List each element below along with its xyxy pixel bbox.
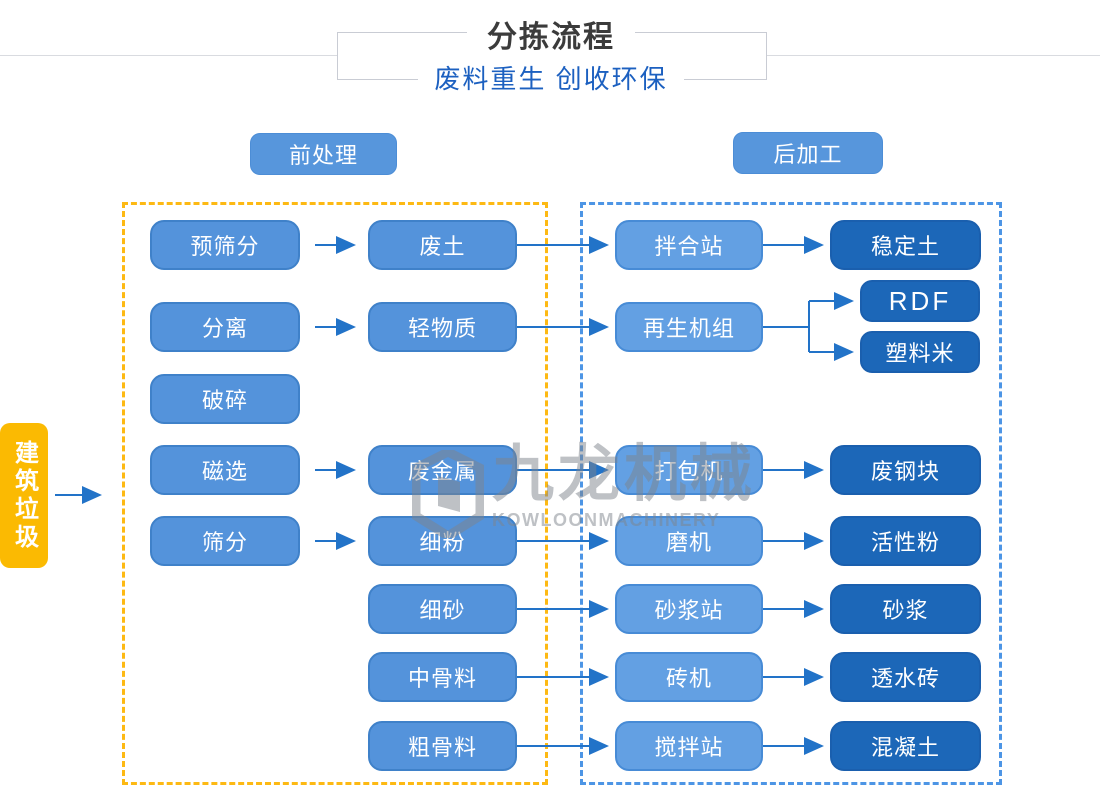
source-node-construction-waste: 建筑垃圾 xyxy=(0,423,48,568)
flow-node: 混凝土 xyxy=(830,721,981,771)
flow-node: 废钢块 xyxy=(830,445,981,495)
flow-node: 塑料米 xyxy=(860,331,980,373)
section-label-postprocessing: 后加工 xyxy=(733,132,883,174)
flow-node: 活性粉 xyxy=(830,516,981,566)
flow-node: 砂浆站 xyxy=(615,584,763,634)
flow-node: 分离 xyxy=(150,302,300,352)
flow-node: 磁选 xyxy=(150,445,300,495)
flow-node: 打包机 xyxy=(615,445,763,495)
flow-node: 筛分 xyxy=(150,516,300,566)
flow-node: 轻物质 xyxy=(368,302,517,352)
postprocessing-zone-border xyxy=(580,202,1002,785)
flow-node: 透水砖 xyxy=(830,652,981,702)
page-title-text: 分拣流程 xyxy=(467,19,635,57)
flow-node: 粗骨料 xyxy=(368,721,517,771)
page-subtitle: 废料重生 创收环保 xyxy=(337,64,765,99)
page-subtitle-text: 废料重生 创收环保 xyxy=(418,64,684,94)
flow-node: 废金属 xyxy=(368,445,517,495)
flow-node: 砂浆 xyxy=(830,584,981,634)
flow-node: 磨机 xyxy=(615,516,763,566)
flow-node: 细粉 xyxy=(368,516,517,566)
flow-node: 预筛分 xyxy=(150,220,300,270)
flow-node: 细砂 xyxy=(368,584,517,634)
flow-node: 砖机 xyxy=(615,652,763,702)
flow-node: 稳定土 xyxy=(830,220,981,270)
flow-node: 再生机组 xyxy=(615,302,763,352)
pretreatment-zone-border xyxy=(122,202,548,785)
flow-node: 拌合站 xyxy=(615,220,763,270)
flow-node: 废土 xyxy=(368,220,517,270)
flow-node: RDF xyxy=(860,280,980,322)
flow-node: 中骨料 xyxy=(368,652,517,702)
page-title: 分拣流程 xyxy=(337,19,765,62)
flow-node: 破碎 xyxy=(150,374,300,424)
flow-node: 搅拌站 xyxy=(615,721,763,771)
section-label-pretreatment: 前处理 xyxy=(250,133,397,175)
